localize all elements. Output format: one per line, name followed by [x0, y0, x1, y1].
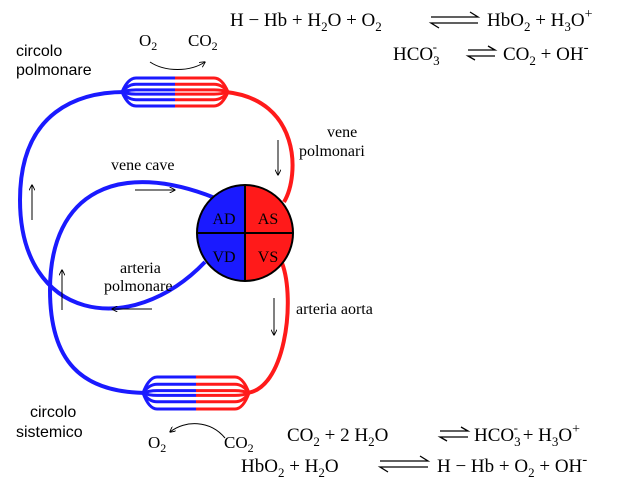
pulmonary-veins-vessel — [225, 90, 295, 204]
capillary — [196, 391, 250, 397]
venae-cavae-label: vene cave — [111, 157, 175, 174]
capillary — [175, 88, 229, 94]
right-atrium-label: AD — [212, 211, 235, 228]
equilibrium-arrow-3 — [437, 426, 471, 442]
aorta-label: arteria aorta — [296, 301, 373, 318]
labels: circolo polmonare circolo sistemico — [16, 43, 92, 441]
capillary — [196, 392, 251, 411]
equilibrium-arrow-2 — [465, 45, 498, 61]
equation-bicarbonate-tissues-right: HCO3- + H3O+ — [474, 420, 580, 449]
capillary — [142, 391, 196, 397]
equation-hemoglobin-tissues-right: H − Hb + O2 + OH- — [437, 452, 587, 480]
lung-o2-label: O2 — [139, 31, 157, 53]
aorta-vessel — [244, 262, 290, 395]
systemic-circuit-label: circolo sistemico — [16, 404, 83, 441]
tissue-co2-label: CO2 — [224, 433, 254, 455]
equation-hemoglobin-tissues-left: HbO2 + H2O — [241, 456, 339, 480]
lung-exchange-arrow — [149, 62, 205, 70]
capillary — [121, 88, 175, 94]
heart: AD AS VD VS — [196, 184, 294, 282]
tissue-o2-label: O2 — [148, 433, 166, 455]
tissue-capillary-bed — [141, 375, 251, 411]
capillary — [120, 91, 175, 108]
flow-arrows — [32, 62, 278, 439]
equation-hemoglobin-lungs-right: HbO2 + H3O+ — [487, 7, 593, 34]
capillary — [175, 90, 229, 96]
capillary — [196, 389, 250, 395]
capillary — [141, 392, 196, 411]
tissue-exchange-arrow — [170, 423, 226, 439]
pulmonary-artery-label: arteria polmonare — [104, 260, 172, 295]
left-ventricle-label: VS — [258, 249, 278, 266]
pulmonary-circuit-label: circolo polmonare — [16, 43, 92, 79]
vessels — [17, 90, 295, 395]
equation-hemoglobin-lungs-left: H − Hb + H2O + O2 — [230, 10, 382, 34]
pulmonary-artery-vessel — [17, 90, 207, 311]
equation-bicarbonate-tissues-left: CO2 + 2 H2O — [287, 425, 388, 449]
capillary — [175, 91, 230, 108]
venae-cavae-vessel — [47, 180, 216, 395]
capillary — [121, 90, 175, 96]
equation-bicarbonate-lungs-right: CO2 + OH- — [503, 40, 589, 68]
capillary — [142, 389, 196, 395]
left-atrium-label: AS — [258, 211, 278, 228]
lung-co2-label: CO2 — [188, 31, 218, 53]
equilibrium-arrow-1 — [428, 11, 481, 29]
right-ventricle-label: VD — [212, 249, 235, 266]
lung-capillary-bed — [120, 76, 230, 108]
equation-bicarbonate-lungs-left: HCO3- — [393, 39, 440, 68]
pulmonary-veins-label: vene polmonari — [299, 124, 365, 160]
equations: H − Hb + H2O + O2 HbO2 + H3O+ HCO3- CO2 … — [230, 7, 593, 480]
equilibrium-arrow-4 — [377, 455, 431, 473]
